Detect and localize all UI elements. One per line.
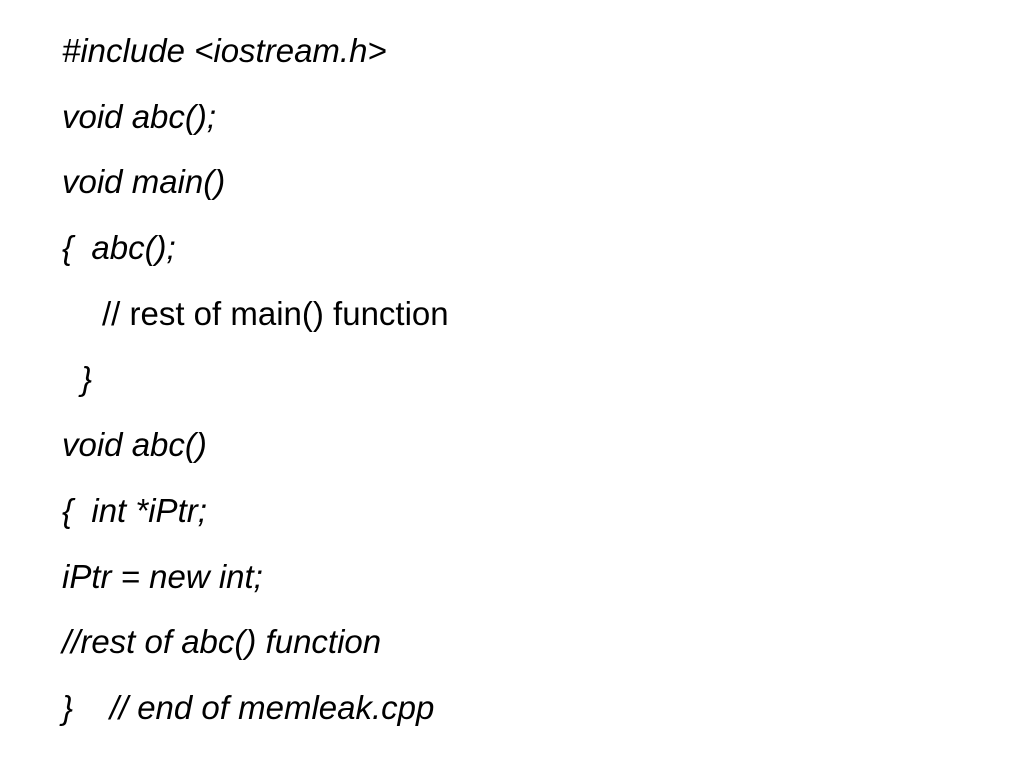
code-line-abc-declaration: void abc();: [62, 97, 217, 135]
code-line-main-open-call: { abc();: [62, 229, 176, 267]
code-line-main-signature: void main(): [62, 163, 226, 201]
code-line-include: #include <iostream.h>: [62, 32, 387, 69]
code-line-abc-close: } // end of memleak.cpp: [62, 688, 435, 726]
code-line-main-comment: // rest of main() function: [102, 294, 449, 332]
code-line-main-close: }: [81, 360, 93, 398]
code-line-abc-new: iPtr = new int;: [62, 557, 263, 595]
code-listing: #include <iostream.h> void abc(); void m…: [62, 18, 982, 741]
code-line-abc-open-declare: { int *iPtr;: [62, 491, 207, 529]
code-line-abc-signature: void abc(): [62, 426, 207, 464]
code-line-abc-comment: //rest of abc() function: [62, 623, 382, 661]
